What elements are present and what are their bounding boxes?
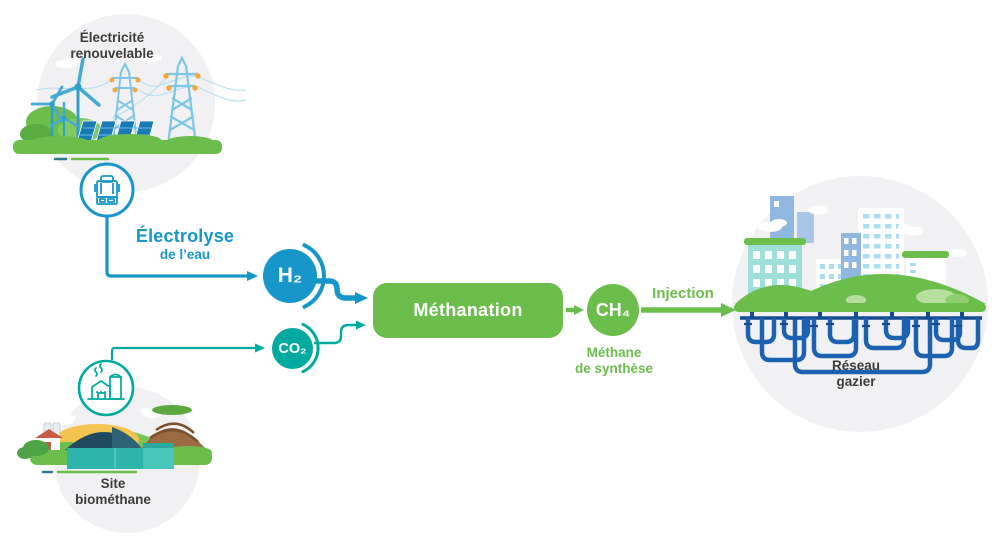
ch4-node: CH₄ bbox=[587, 284, 639, 336]
renewable-electricity-illustration bbox=[13, 14, 247, 192]
wind-turbine-icon bbox=[49, 101, 79, 146]
bushes bbox=[17, 440, 49, 459]
biomethane-site-label: Site biométhane bbox=[75, 476, 151, 508]
methane-caption-line2: de synthèse bbox=[574, 360, 654, 376]
gas-network-line1: Réseau bbox=[831, 358, 881, 373]
co2-node: CO₂ bbox=[272, 328, 313, 369]
ch4-formula: CH₄ bbox=[595, 299, 631, 320]
h2-node: H₂ bbox=[263, 249, 317, 303]
gas-pipes bbox=[740, 312, 982, 375]
electrolysis-subtitle: de l’eau bbox=[159, 247, 211, 263]
methanation-label: Méthanation bbox=[413, 300, 523, 320]
biogas-plant-icon bbox=[77, 359, 135, 417]
ground bbox=[13, 134, 222, 154]
electrolysis-connector-arrow bbox=[105, 214, 258, 281]
power-pylon-icon bbox=[163, 55, 201, 146]
electrolyzer-icon bbox=[79, 162, 135, 218]
methane-caption-line1: Méthane bbox=[586, 345, 642, 360]
biomethane-site-line1: Site bbox=[100, 476, 126, 491]
gas-network-line2: gazier bbox=[836, 373, 876, 389]
h2-ring-arc bbox=[302, 243, 326, 309]
renewable-electricity-label: Électricité renouvelable bbox=[70, 30, 153, 62]
biogas-dome bbox=[65, 427, 174, 469]
injection-label: Injection bbox=[652, 285, 714, 302]
hills bbox=[735, 274, 986, 306]
biomethane-site-line2: biométhane bbox=[75, 491, 151, 507]
gas-network-illustration bbox=[732, 176, 988, 432]
electrolysis-label: Électrolyse de l’eau bbox=[136, 226, 234, 263]
co2-connector-arrow bbox=[110, 343, 265, 360]
biomethane-site-illustration bbox=[17, 387, 212, 533]
power-pylon-icon bbox=[109, 61, 141, 144]
methanation-box: Méthanation bbox=[373, 283, 563, 338]
gas-network-label: Réseau gazier bbox=[832, 358, 880, 390]
synthetic-methane-caption: Méthane de synthèse bbox=[575, 345, 653, 377]
co2-ring-arc bbox=[301, 322, 320, 374]
h2-formula: H₂ bbox=[277, 264, 303, 287]
renewable-electricity-line1: Électricité bbox=[79, 30, 145, 45]
ground-bar bbox=[734, 303, 986, 312]
h2-to-methanation-arrow bbox=[313, 278, 368, 304]
cloud-icon bbox=[55, 51, 162, 69]
renewable-electricity-line2: renouvelable bbox=[70, 45, 154, 61]
cloud-icon bbox=[758, 205, 967, 257]
co2-to-methanation-arrow bbox=[314, 320, 366, 345]
farm-buildings bbox=[35, 422, 63, 450]
electrolysis-title: Électrolyse bbox=[135, 226, 235, 246]
co2-formula: CO₂ bbox=[278, 340, 307, 357]
